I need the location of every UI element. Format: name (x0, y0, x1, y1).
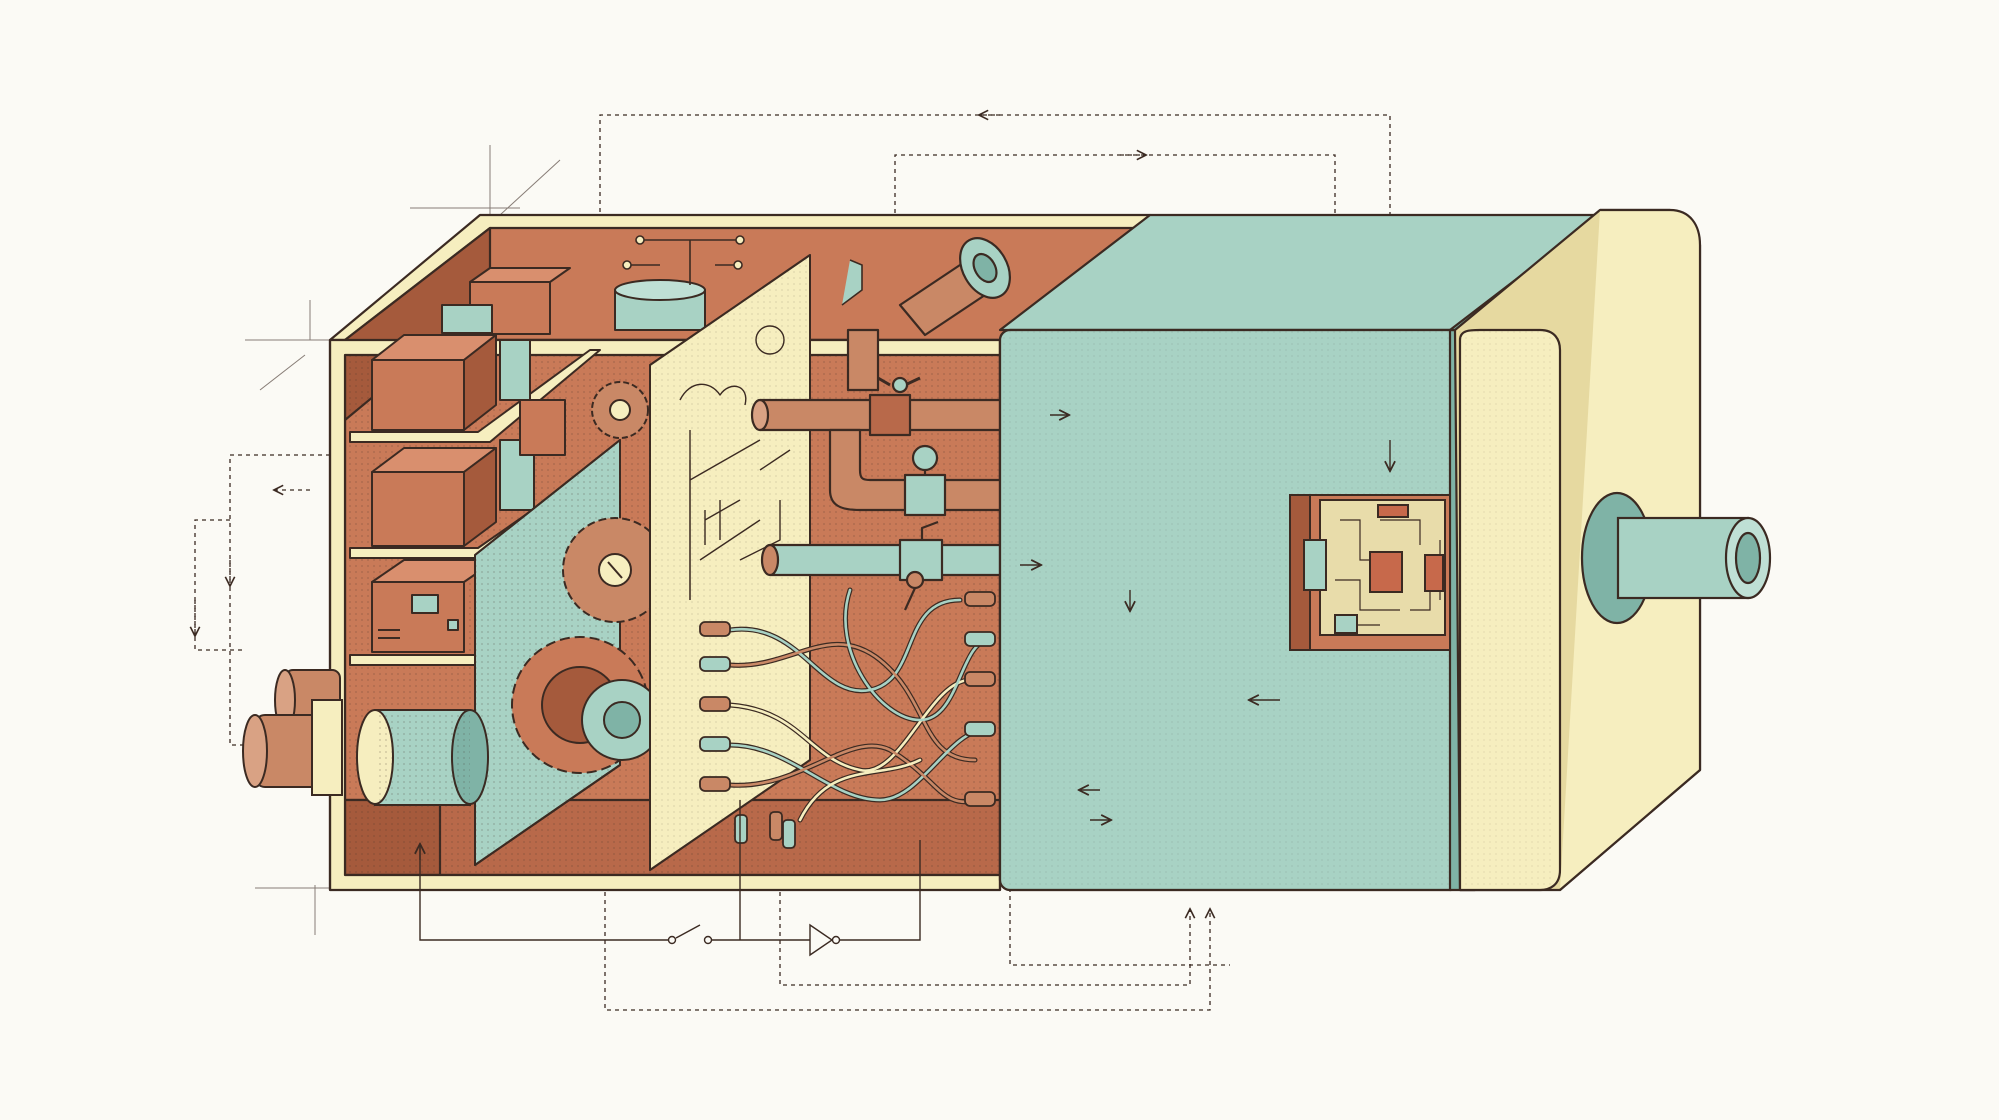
wire-harness (727, 587, 993, 823)
gear-train (474, 381, 668, 866)
pipe-system (750, 237, 1011, 611)
valve-wheel-icon (911, 444, 939, 472)
storage-shelves (349, 267, 706, 666)
input-connectors (242, 669, 343, 796)
copper-pipe-1 (750, 376, 1002, 437)
shelf-2 (349, 399, 601, 559)
top-boxes (441, 267, 706, 335)
output-shaft (1580, 491, 1772, 625)
shelf-1 (349, 334, 601, 443)
top-pipe (846, 237, 1011, 392)
flow-line-bottom-right (1009, 880, 1230, 966)
teal-pipe (760, 520, 1002, 611)
motor-cylinder (356, 709, 489, 806)
buffer-gate-icon (809, 923, 834, 957)
switch-contact-icon (667, 935, 677, 945)
terminal-symbols (622, 235, 863, 306)
flow-line-left-a (229, 454, 330, 746)
construction-lines (245, 145, 561, 935)
flow-line-bottom-outer (604, 860, 1210, 1011)
bottom-circuit (420, 800, 921, 957)
flow-line-left-b (194, 519, 245, 651)
flow-line-bottom-inner (779, 860, 1190, 986)
chip-small-icon (1424, 554, 1444, 592)
casing-arrows (1020, 415, 1390, 820)
valve-handle-icon (905, 570, 925, 590)
chip-icon (1369, 551, 1403, 593)
connector-terminals (699, 591, 996, 849)
shelf-3 (349, 559, 601, 666)
end-cap (1453, 208, 1702, 892)
circuit-board-window (1289, 494, 1451, 651)
